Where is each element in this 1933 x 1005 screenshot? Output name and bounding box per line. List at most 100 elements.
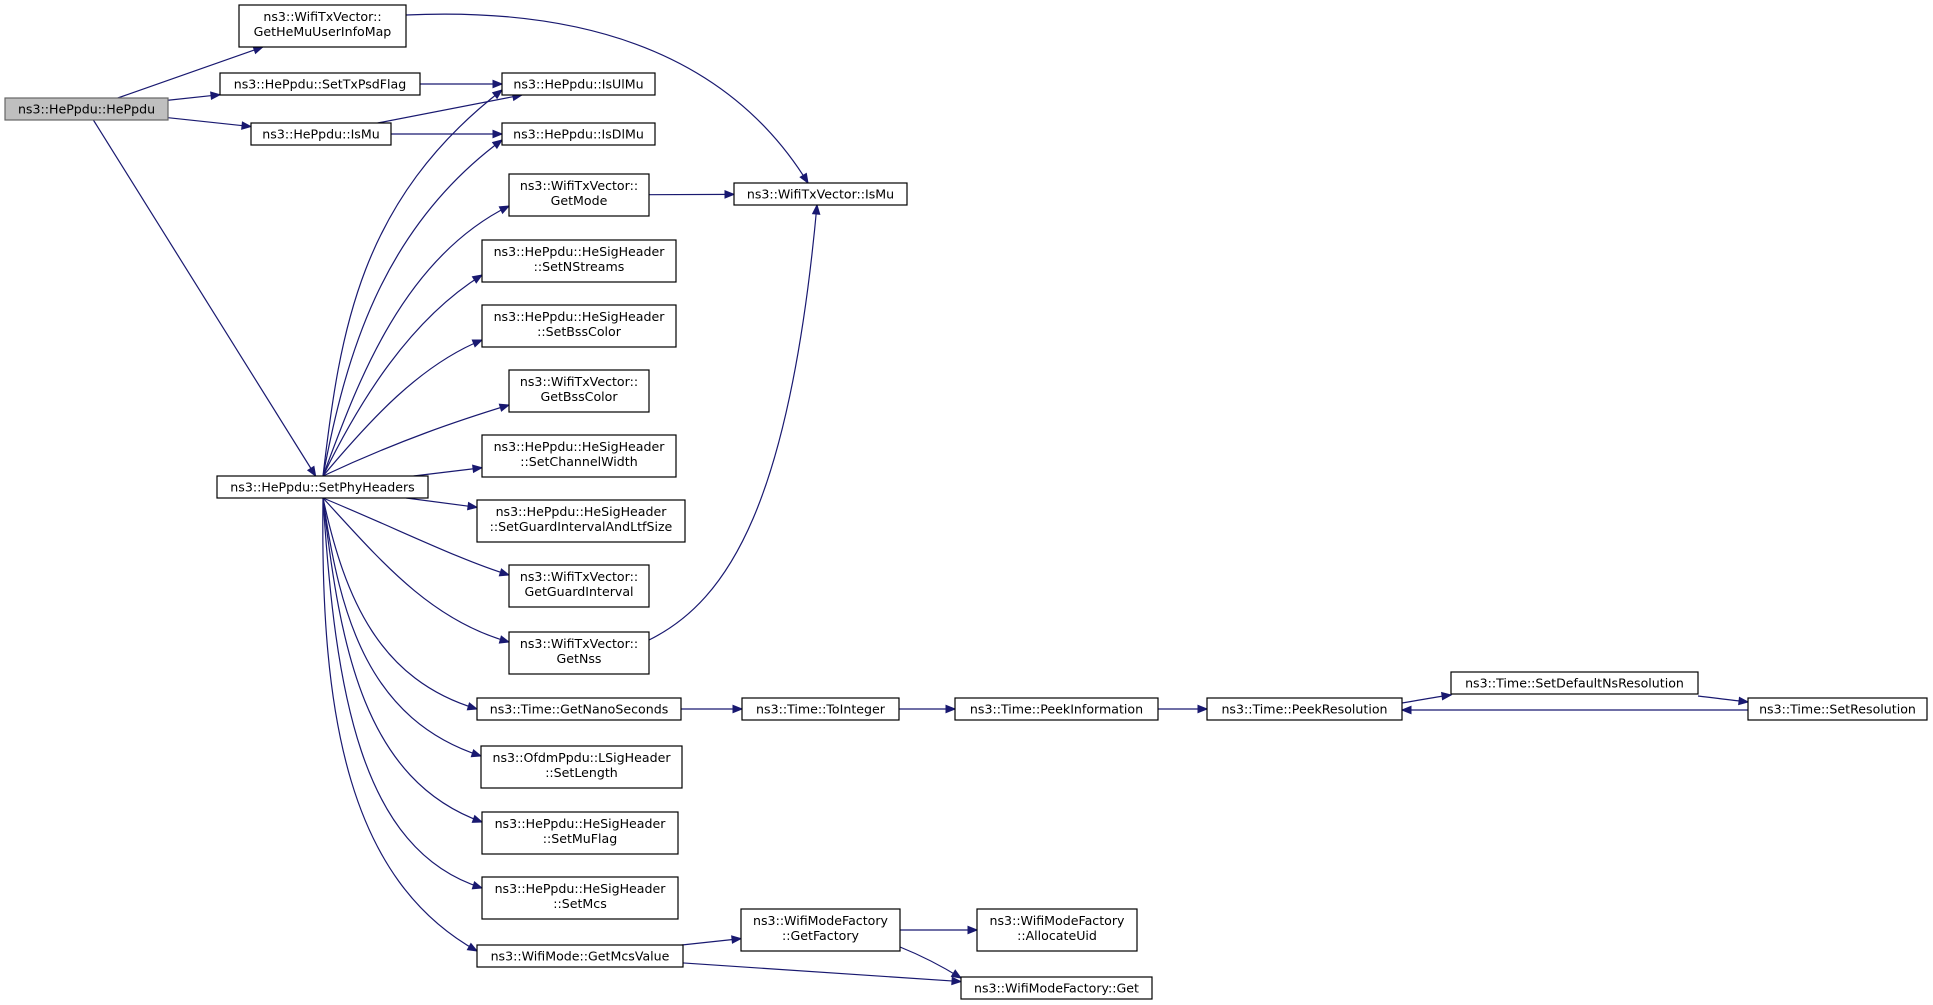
node-get-he-mu-user-info-map[interactable]: ns3::WifiTxVector::GetHeMuUserInfoMap [238, 4, 407, 48]
node-get-nss-box [508, 631, 650, 675]
edge-set-phy-headers-to-set-mcs-arrowhead [471, 881, 484, 890]
edge-he-ppdu-to-get-he-mu-user-info-map [117, 46, 263, 99]
edge-he-ppdu-to-set-tx-psd-flag-arrowhead [210, 91, 222, 101]
edge-peek-information-to-peek-resolution-arrowhead [1197, 704, 1209, 714]
edge-set-phy-headers-to-get-bss-color [322, 404, 510, 477]
node-get-factory-box [740, 908, 901, 952]
edge-he-ppdu-to-get-he-mu-user-info-map-arrowhead [252, 46, 265, 55]
node-set-guard-interval-and-ltf-size-label-1: ns3::HePpdu::HeSigHeader [496, 504, 668, 519]
edge-to-integer-to-peek-information-arrowhead [945, 704, 957, 714]
node-get-bss-color[interactable]: ns3::WifiTxVector::GetBssColor [508, 369, 650, 413]
node-set-nstreams[interactable]: ns3::HePpdu::HeSigHeader::SetNStreams [481, 239, 677, 283]
node-get-mode[interactable]: ns3::WifiTxVector::GetMode [508, 173, 650, 217]
edge-set-phy-headers-to-get-mode-arrowhead [498, 205, 511, 215]
node-set-default-ns-resolution[interactable]: ns3::Time::SetDefaultNsResolution [1450, 671, 1699, 695]
node-set-default-ns-resolution-label-1: ns3::Time::SetDefaultNsResolution [1465, 676, 1684, 691]
edge-get-he-mu-user-info-map-to-tx-is-mu [405, 13, 809, 184]
node-set-mu-flag-label-1: ns3::HePpdu::HeSigHeader [495, 816, 667, 831]
node-he-ppdu-box [4, 97, 169, 121]
node-he-is-mu[interactable]: ns3::HePpdu::IsMu [250, 122, 392, 146]
node-to-integer-box [741, 697, 900, 721]
node-set-tx-psd-flag-box [219, 72, 421, 96]
edge-set-phy-headers-to-set-mcs [322, 497, 483, 889]
node-get-factory-label-2: ::GetFactory [782, 928, 859, 943]
node-peek-resolution[interactable]: ns3::Time::PeekResolution [1206, 697, 1403, 721]
edge-set-phy-headers-to-is-dl-mu-arrowhead [491, 139, 504, 150]
node-set-tx-psd-flag[interactable]: ns3::HePpdu::SetTxPsdFlag [219, 72, 421, 96]
node-set-mcs-box [481, 876, 679, 920]
node-set-mu-flag-box [481, 811, 679, 855]
node-allocate-uid-label-1: ns3::WifiModeFactory [990, 913, 1126, 928]
edge-get-factory-to-factory-get [899, 946, 962, 979]
node-get-he-mu-user-info-map-label-1: ns3::WifiTxVector:: [263, 9, 381, 24]
node-is-dl-mu-box [501, 122, 656, 146]
edge-set-phy-headers-to-get-mcs-value [322, 497, 478, 952]
node-set-resolution-label-1: ns3::Time::SetResolution [1759, 702, 1916, 717]
edge-set-phy-headers-to-get-nss-arrowhead [498, 635, 511, 644]
node-set-bss-color-label-2: ::SetBssColor [537, 324, 622, 339]
node-get-factory-label-1: ns3::WifiModeFactory [753, 913, 889, 928]
edge-set-phy-headers-to-get-nano-seconds [322, 497, 478, 710]
edge-get-he-mu-user-info-map-to-tx-is-mu-arrowhead [799, 172, 809, 185]
edge-set-phy-headers-to-set-mu-flag-arrowhead [471, 814, 484, 823]
node-set-resolution[interactable]: ns3::Time::SetResolution [1747, 697, 1928, 721]
node-set-mcs[interactable]: ns3::HePpdu::HeSigHeader::SetMcs [481, 876, 679, 920]
node-is-ul-mu[interactable]: ns3::HePpdu::IsUlMu [501, 72, 656, 96]
edge-set-phy-headers-to-set-length [322, 497, 482, 757]
edge-set-phy-headers-to-set-bss-color [322, 339, 483, 477]
edge-get-mode-to-tx-is-mu-arrowhead [724, 190, 736, 199]
node-to-integer[interactable]: ns3::Time::ToInteger [741, 697, 900, 721]
edge-set-phy-headers-to-set-bss-color-arrowhead [471, 339, 484, 348]
node-set-channel-width-label-1: ns3::HePpdu::HeSigHeader [494, 439, 666, 454]
node-set-length-label-1: ns3::OfdmPpdu::LSigHeader [492, 750, 671, 765]
node-set-mcs-label-1: ns3::HePpdu::HeSigHeader [495, 881, 667, 896]
node-he-ppdu[interactable]: ns3::HePpdu::HePpdu [4, 97, 169, 121]
edge-set-phy-headers-to-set-mu-flag [322, 497, 483, 823]
node-set-length-label-2: ::SetLength [545, 765, 618, 780]
node-get-nano-seconds[interactable]: ns3::Time::GetNanoSeconds [476, 697, 682, 721]
edge-set-default-ns-resolution-to-set-resolution-arrowhead [1738, 696, 1750, 706]
node-set-guard-interval-and-ltf-size[interactable]: ns3::HePpdu::HeSigHeader::SetGuardInterv… [476, 499, 686, 543]
node-set-guard-interval-and-ltf-size-box [476, 499, 686, 543]
edge-he-ppdu-to-set-phy-headers [92, 119, 317, 477]
node-set-default-ns-resolution-box [1450, 671, 1699, 695]
edge-set-phy-headers-to-get-guard-interval [322, 497, 510, 576]
node-get-he-mu-user-info-map-label-2: GetHeMuUserInfoMap [254, 24, 392, 39]
edge-set-phy-headers-to-is-ul-mu-arrowhead [491, 89, 504, 100]
node-get-factory[interactable]: ns3::WifiModeFactory::GetFactory [740, 908, 901, 952]
node-peek-information-label-1: ns3::Time::PeekInformation [970, 702, 1143, 717]
node-get-guard-interval[interactable]: ns3::WifiTxVector::GetGuardInterval [508, 564, 650, 608]
node-get-mode-label-1: ns3::WifiTxVector:: [520, 178, 638, 193]
node-get-mcs-value-label-1: ns3::WifiMode::GetMcsValue [491, 949, 670, 964]
node-get-mcs-value-box [476, 944, 684, 968]
node-set-phy-headers-box [216, 475, 429, 499]
node-get-bss-color-label-2: GetBssColor [540, 389, 618, 404]
edge-set-resolution-to-peek-resolution-arrowhead [1400, 705, 1412, 715]
node-set-channel-width[interactable]: ns3::HePpdu::HeSigHeader::SetChannelWidt… [481, 434, 677, 478]
node-peek-resolution-label-1: ns3::Time::PeekResolution [1221, 702, 1387, 717]
edge-he-is-mu-to-is-ul-mu [377, 94, 522, 124]
node-set-channel-width-label-2: ::SetChannelWidth [520, 454, 637, 469]
node-is-dl-mu-label-1: ns3::HePpdu::IsDlMu [513, 127, 644, 142]
node-set-bss-color-label-1: ns3::HePpdu::HeSigHeader [494, 309, 666, 324]
edge-set-phy-headers-to-get-guard-interval-arrowhead [498, 568, 511, 577]
node-allocate-uid[interactable]: ns3::WifiModeFactory::AllocateUid [976, 908, 1138, 952]
node-set-phy-headers[interactable]: ns3::HePpdu::SetPhyHeaders [216, 475, 429, 499]
edge-he-ppdu-to-he-is-mu [167, 117, 252, 128]
node-set-bss-color[interactable]: ns3::HePpdu::HeSigHeader::SetBssColor [481, 304, 677, 348]
node-get-nss[interactable]: ns3::WifiTxVector::GetNss [508, 631, 650, 675]
node-tx-is-mu[interactable]: ns3::WifiTxVector::IsMu [733, 182, 908, 206]
node-set-length[interactable]: ns3::OfdmPpdu::LSigHeader::SetLength [480, 745, 683, 789]
node-get-mcs-value[interactable]: ns3::WifiMode::GetMcsValue [476, 944, 684, 968]
node-peek-information[interactable]: ns3::Time::PeekInformation [954, 697, 1159, 721]
edge-set-phy-headers-to-set-nstreams [322, 274, 483, 477]
node-set-guard-interval-and-ltf-size-label-2: ::SetGuardIntervalAndLtfSize [490, 519, 673, 534]
edge-he-is-mu-to-is-dl-mu-arrowhead [492, 129, 504, 139]
node-is-dl-mu[interactable]: ns3::HePpdu::IsDlMu [501, 122, 656, 146]
node-set-mu-flag[interactable]: ns3::HePpdu::HeSigHeader::SetMuFlag [481, 811, 679, 855]
edge-set-phy-headers-to-set-guard-interval-and-ltf-size-arrowhead [467, 501, 479, 511]
node-get-nano-seconds-label-1: ns3::Time::GetNanoSeconds [490, 702, 669, 717]
node-factory-get[interactable]: ns3::WifiModeFactory::Get [960, 976, 1153, 1000]
node-set-length-box [480, 745, 683, 789]
